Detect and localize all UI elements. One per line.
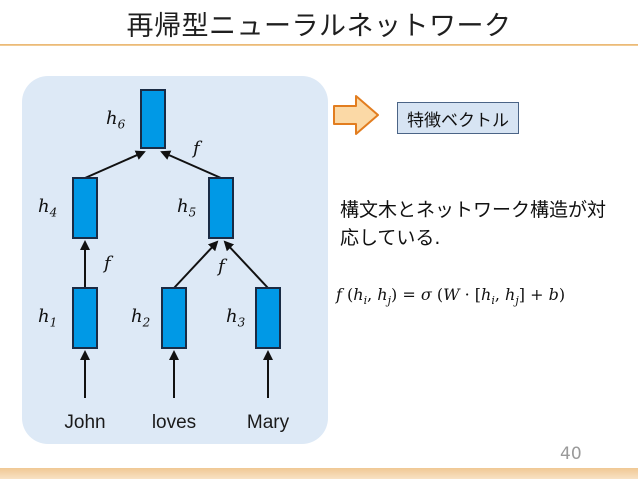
node-h6 [140,89,166,149]
edge-label-f-h1: f [104,253,111,274]
feature-vector-box: 特徴ベクトル [397,102,519,134]
edge-h2-h5 [173,240,219,289]
node-label-h3: h3 [226,306,246,330]
node-label-h6: h6 [106,108,126,132]
node-h3 [255,287,281,349]
slide-title: 再帰型ニューラルネットワーク [126,11,512,42]
description-text: 構文木とネットワーク構造が対応している. [340,199,607,249]
node-label-h1: h1 [38,306,58,330]
node-h1 [72,287,98,349]
word-loves: loves [151,412,197,433]
node-h4 [72,177,98,239]
edge-label-f-h5: f [218,256,225,277]
edge-h5-h6 [160,150,222,179]
node-label-h4: h4 [38,196,58,220]
word-mary: Mary [246,412,290,433]
feature-vector-arrow-icon [333,95,379,135]
page-number: 40 [560,444,582,464]
word-john: John [64,412,106,433]
edge-h4-h6 [84,150,146,179]
composition-formula: f (hi, hj) = σ (W · [hi, hj] + b) [336,285,566,308]
edge-h3-h5 [223,240,269,289]
node-h2 [161,287,187,349]
node-label-h2: h2 [131,306,151,330]
title-divider [0,44,638,46]
footer-bar [0,468,638,479]
node-label-h5: h5 [177,196,197,220]
node-h5 [208,177,234,239]
edge-label-f-h6: f [193,138,200,159]
